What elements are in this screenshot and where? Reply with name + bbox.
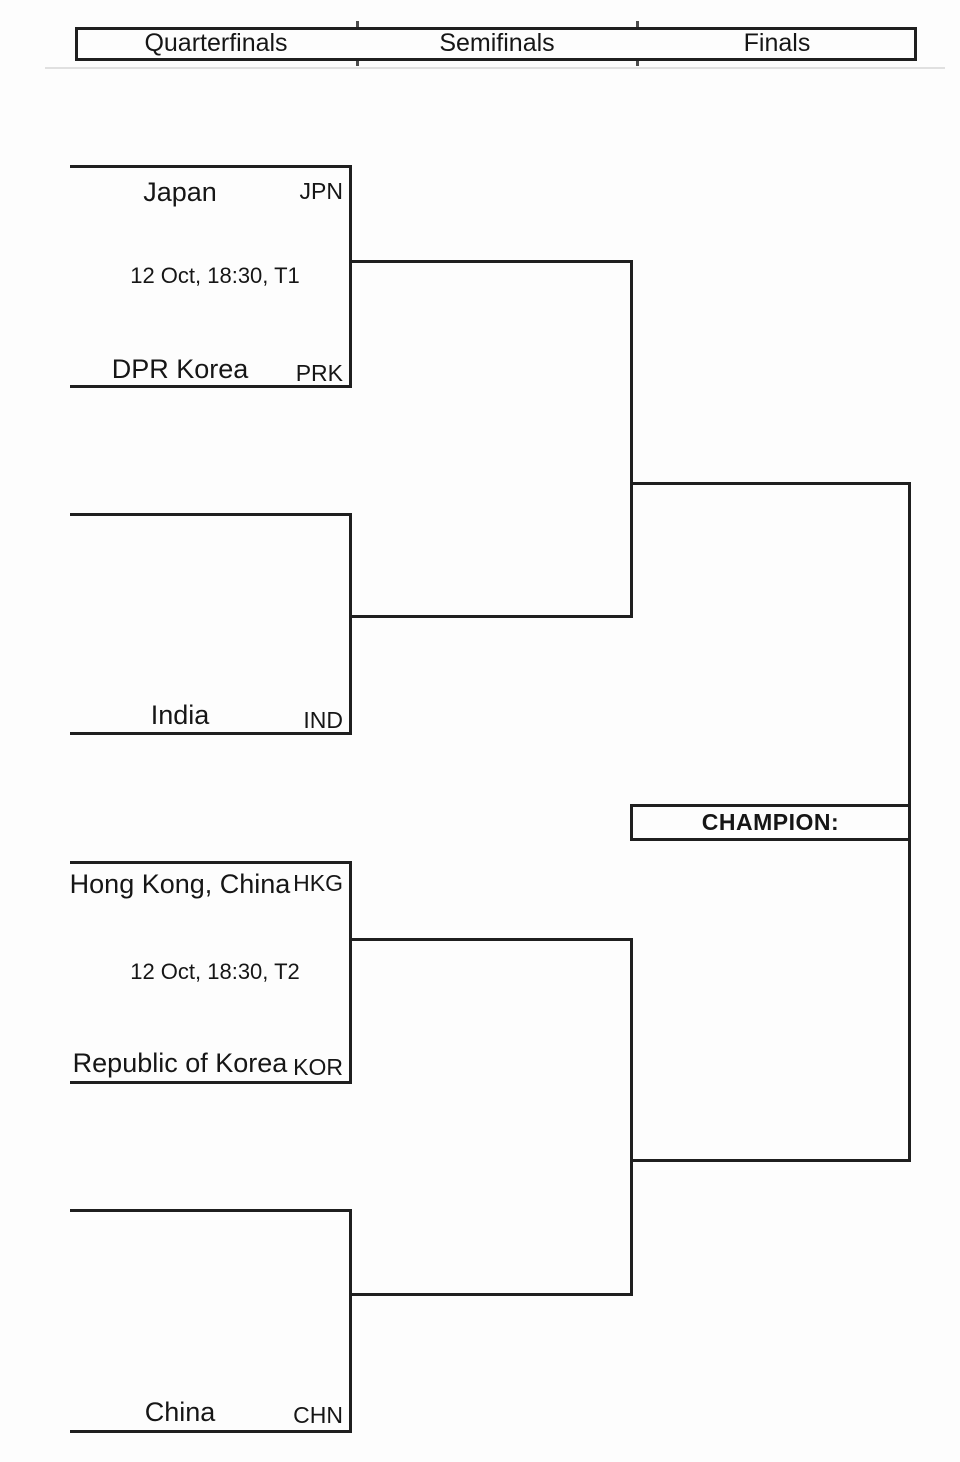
qf1-join-line bbox=[349, 165, 352, 388]
qf1-bottom-line bbox=[70, 385, 352, 388]
qf1-schedule: 12 Oct, 18:30, T1 bbox=[130, 263, 300, 288]
qf2-top-line bbox=[70, 513, 352, 516]
qf4-join-line bbox=[349, 1209, 352, 1433]
header-divider-tick bbox=[356, 58, 359, 66]
qf1-top-code: JPN bbox=[299, 178, 343, 204]
header-divider-tick bbox=[356, 21, 359, 29]
sf1-winner-line bbox=[630, 482, 911, 485]
qf3-top-code: HKG bbox=[293, 870, 343, 896]
qf4-bottom-code: CHN bbox=[293, 1402, 343, 1428]
qf2-bottom-code: IND bbox=[303, 707, 343, 733]
champion-box: CHAMPION: bbox=[630, 804, 911, 841]
header-divider-tick bbox=[636, 58, 639, 66]
qf3-bottom-code: KOR bbox=[293, 1054, 343, 1080]
qf3-bottom-line bbox=[70, 1081, 352, 1084]
sf2-join-line bbox=[630, 938, 633, 1296]
qf1-bottom-code: PRK bbox=[295, 360, 343, 386]
qf3-join-line bbox=[349, 861, 352, 1084]
qf2-join-line bbox=[349, 513, 352, 735]
qf1-bottom-team: DPR Korea bbox=[111, 354, 249, 384]
header-quarterfinals: Quarterfinals bbox=[144, 29, 288, 57]
qf4-winner-line bbox=[349, 1293, 633, 1296]
header-divider-tick bbox=[636, 21, 639, 29]
round-header-box bbox=[75, 27, 917, 61]
qf3-top-team: Hong Kong, China bbox=[69, 869, 291, 899]
champion-label: CHAMPION: bbox=[701, 809, 840, 835]
sf1-join-line bbox=[630, 260, 633, 618]
scan-artifact-line bbox=[45, 67, 945, 69]
sf2-winner-line bbox=[630, 1159, 911, 1162]
header-semifinals: Semifinals bbox=[439, 29, 555, 57]
qf3-top-line bbox=[70, 861, 352, 864]
qf3-winner-line bbox=[349, 938, 633, 941]
qf4-top-line bbox=[70, 1209, 352, 1212]
qf4-bottom-team: China bbox=[144, 1397, 216, 1427]
header-finals: Finals bbox=[743, 29, 811, 57]
qf1-top-team: Japan bbox=[143, 177, 217, 207]
qf2-bottom-line bbox=[70, 732, 352, 735]
qf4-bottom-line bbox=[70, 1430, 352, 1433]
qf1-winner-line bbox=[349, 260, 633, 263]
qf2-winner-line bbox=[349, 615, 633, 618]
qf1-top-line bbox=[70, 165, 352, 168]
qf2-bottom-team: India bbox=[150, 700, 210, 730]
qf3-schedule: 12 Oct, 18:30, T2 bbox=[130, 959, 300, 984]
qf3-bottom-team: Republic of Korea bbox=[72, 1048, 288, 1078]
